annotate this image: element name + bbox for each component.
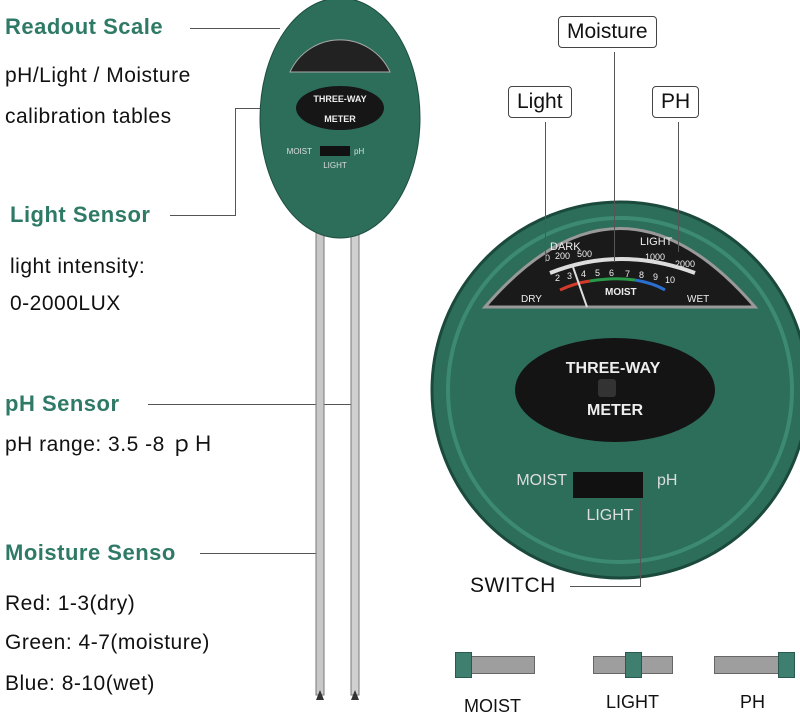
meter-closeup: DARK 0 200 500 LIGHT 1000 2000 2 3 4 5 6… xyxy=(430,200,800,580)
dial-face xyxy=(481,227,759,309)
svg-text:LIGHT: LIGHT xyxy=(586,507,633,524)
switch-diagram-ph xyxy=(714,652,795,678)
callout-line xyxy=(200,553,320,554)
brand-2: METER xyxy=(587,402,643,419)
svg-text:8: 8 xyxy=(639,270,644,280)
callout-line xyxy=(678,122,679,252)
ph-desc: pH range: 3.5 -8 ｐＨ xyxy=(5,433,215,456)
ph-sensor-heading: pH Sensor xyxy=(5,391,120,416)
svg-text:200: 200 xyxy=(555,251,570,261)
svg-text:2: 2 xyxy=(555,273,560,283)
svg-text:pH: pH xyxy=(657,472,677,489)
svg-text:2000: 2000 xyxy=(675,259,695,269)
svg-text:10: 10 xyxy=(665,275,675,285)
svg-text:pH: pH xyxy=(354,147,364,156)
svg-text:3: 3 xyxy=(567,271,572,281)
svg-text:DARK: DARK xyxy=(550,241,581,253)
moisture-blue: Blue: 8-10(wet) xyxy=(5,672,155,695)
svg-text:4: 4 xyxy=(581,269,586,279)
svg-text:0: 0 xyxy=(545,253,550,263)
svg-text:9: 9 xyxy=(653,272,658,282)
callout-line xyxy=(170,215,235,216)
readout-desc-2: calibration tables xyxy=(5,105,172,128)
small-brand-2: METER xyxy=(324,114,356,124)
switch-label-light: LIGHT xyxy=(606,692,660,712)
svg-text:LIGHT: LIGHT xyxy=(323,161,347,170)
switch-diagram-moist xyxy=(455,652,535,678)
small-brand-1: THREE-WAY xyxy=(313,94,366,104)
mode-switch xyxy=(573,472,643,498)
svg-text:WET: WET xyxy=(687,294,709,305)
svg-text:LIGHT: LIGHT xyxy=(640,236,673,248)
switch-diagram-light xyxy=(593,652,673,678)
probe-right xyxy=(350,229,360,696)
svg-text:MOIST: MOIST xyxy=(605,287,637,298)
callout-line xyxy=(614,52,615,262)
svg-text:6: 6 xyxy=(609,268,614,278)
callout-line xyxy=(190,28,280,29)
callout-line xyxy=(640,500,641,587)
moisture-red: Red: 1-3(dry) xyxy=(5,592,136,615)
moisture-sensor-heading: Moisture Senso xyxy=(5,540,176,565)
svg-text:500: 500 xyxy=(577,249,592,259)
svg-text:5: 5 xyxy=(595,268,600,278)
callout-ph: PH xyxy=(652,86,700,118)
brand-1: THREE-WAY xyxy=(566,360,661,377)
callout-switch: SWITCH xyxy=(470,574,556,597)
svg-text:MOIST: MOIST xyxy=(287,147,312,156)
svg-text:MOIST: MOIST xyxy=(516,472,567,489)
small-meter: THREE-WAY METER MOIST pH LIGHT xyxy=(259,0,421,700)
light-desc-2: 0-2000LUX xyxy=(10,292,121,315)
callout-line xyxy=(235,108,236,216)
readout-desc-1: pH/Light / Moisture xyxy=(5,64,191,87)
moisture-green: Green: 4-7(moisture) xyxy=(5,631,210,654)
switch-label-moist: MOIST xyxy=(464,696,521,716)
light-desc-1: light intensity: xyxy=(10,255,146,278)
svg-text:1000: 1000 xyxy=(645,252,665,262)
callout-light: Light xyxy=(508,86,572,118)
svg-text:7: 7 xyxy=(625,269,630,279)
dial-needle xyxy=(572,266,588,308)
probe-left xyxy=(315,229,325,696)
light-sensor-heading: Light Sensor xyxy=(10,202,151,227)
callout-line xyxy=(545,122,546,262)
callout-moisture: Moisture xyxy=(558,16,657,48)
svg-text:DRY: DRY xyxy=(521,294,542,305)
callout-line xyxy=(570,586,640,587)
callout-line xyxy=(148,404,355,405)
readout-scale-heading: Readout Scale xyxy=(5,14,164,39)
switch-label-ph: PH xyxy=(740,692,766,712)
